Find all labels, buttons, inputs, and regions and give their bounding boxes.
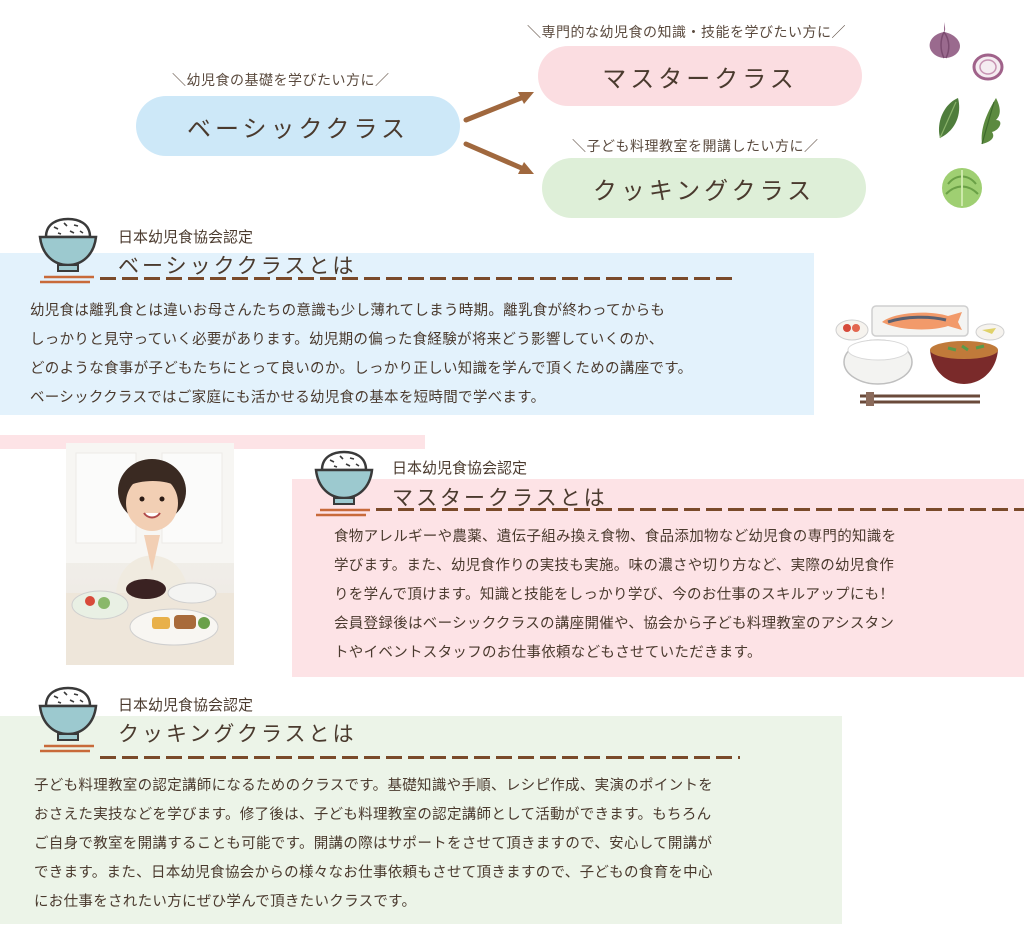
master-line: りを学んで頂けます。知識と技能をしっかり学び、今のお仕事のスキルアップにも！ xyxy=(334,587,895,603)
master-line: 学びます。また、幼児食作りの実技も実施。味の濃さや切り方など、実際の幼児食作 xyxy=(334,558,895,574)
basic-kicker: 日本幼児食協会認定 xyxy=(118,228,254,246)
cooking-line: 子ども料理教室の認定講師になるためのクラスです。基礎知識や手順、レシピ作成、実演… xyxy=(34,778,714,794)
master-heading-underline xyxy=(376,508,1024,511)
cabbage-icon xyxy=(942,168,982,208)
rice-bowl-icon xyxy=(38,686,98,753)
cooking-class-pill[interactable]: クッキングクラス xyxy=(542,158,866,218)
basic-line: しっかりと見守っていく必要があります。幼児期の偏った食経験が将来どう影響していく… xyxy=(30,332,664,348)
master-class-pill[interactable]: マスタークラス xyxy=(538,46,862,106)
basic-heading: ベーシッククラスとは xyxy=(118,254,357,278)
cooking-line: ご自身で教室を開講することも可能です。開講の際はサポートをさせて頂きますので、安… xyxy=(34,836,713,852)
master-section-panel xyxy=(292,479,1024,677)
cooking-heading-underline xyxy=(100,756,740,759)
master-line: トやイベントスタッフのお仕事依頼などもさせていただきます。 xyxy=(334,645,762,661)
basic-heading-underline xyxy=(100,277,736,280)
cook-caption: ＼子ども料理教室を開講したい方に／ xyxy=(572,139,819,155)
cooking-heading: クッキングクラスとは xyxy=(118,722,357,746)
basic-line: どのような食事が子どもたちにとって良いのか。しっかり正しい知識を学んで頂くための… xyxy=(30,361,693,377)
master-kicker: 日本幼児食協会認定 xyxy=(392,459,528,477)
rice-bowl-icon xyxy=(314,450,374,517)
master-heading: マスタークラスとは xyxy=(392,486,608,510)
child-photo xyxy=(66,443,234,665)
master-line: 会員登録後はベーシッククラスの講座開催や、協会から子ども料理教室のアシスタン xyxy=(334,616,895,632)
basic-class-pill[interactable]: ベーシッククラス xyxy=(136,96,460,156)
basic-caption: ＼幼児食の基礎を学びたい方に／ xyxy=(172,73,390,89)
rice-bowl-icon xyxy=(38,217,98,284)
cooking-kicker: 日本幼児食協会認定 xyxy=(118,696,254,714)
basic-line: ベーシッククラスではご家庭にも活かせる幼児食の基本を短時間で学べます。 xyxy=(30,390,546,406)
master-description: 食物アレルギーや農薬、遺伝子組み換え食物、食品添加物など幼児食の専門的知識を 学… xyxy=(334,523,896,668)
basic-line: 幼児食は離乳食とは違いお母さんたちの意識も少し薄れてしまう時期。離乳食が終わって… xyxy=(30,303,666,319)
leaf-icon xyxy=(938,98,1001,145)
master-line: 食物アレルギーや農薬、遺伝子組み換え食物、食品添加物など幼児食の専門的知識を xyxy=(334,529,897,545)
basic-section-panel xyxy=(0,253,814,415)
master-caption: ＼専門的な幼児食の知識・技能を学びたい方に／ xyxy=(527,25,846,41)
cooking-line: できます。また、日本幼児食協会からの様々なお仕事依頼もさせて頂きますので、子ども… xyxy=(34,865,713,881)
cooking-line: おさえた実技などを学びます。修了後は、子ども料理教室の認定講師として活動ができま… xyxy=(34,807,712,823)
cooking-line: にお仕事をされたい方にぜひ学んで頂きたいクラスです。 xyxy=(34,894,417,910)
basic-description: 幼児食は離乳食とは違いお母さんたちの意識も少し薄れてしまう時期。離乳食が終わって… xyxy=(30,297,692,413)
japanese-meal-illustration xyxy=(835,305,1005,406)
cooking-description: 子ども料理教室の認定講師になるためのクラスです。基礎知識や手順、レシピ作成、実演… xyxy=(34,772,713,917)
red-onion-slice-icon xyxy=(972,53,1004,81)
branch-arrows xyxy=(463,92,534,174)
cooking-section-panel xyxy=(0,716,842,924)
onion-icon xyxy=(929,22,961,59)
